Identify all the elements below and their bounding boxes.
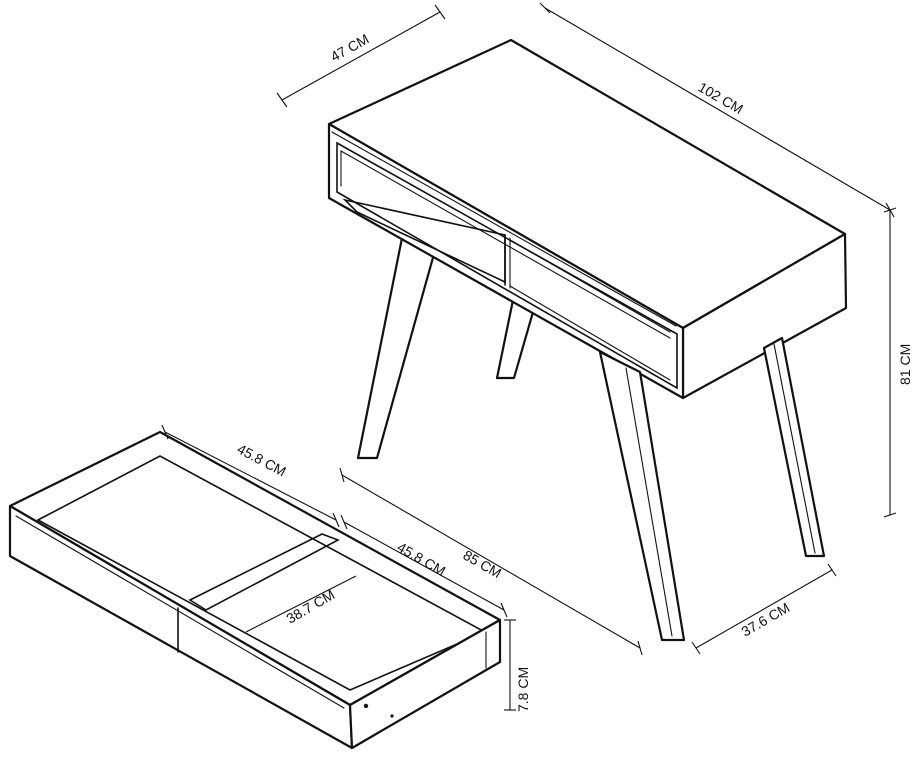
drawer-fixing-hole-2: [390, 714, 394, 718]
label-drawer-length-left: 45.8 CM: [235, 441, 289, 480]
table-drawer-front-right-top: [509, 239, 671, 333]
table-front-left-leg-edge: [625, 367, 673, 637]
table-front-face: [327, 122, 685, 400]
label-height: 81 CM: [897, 344, 913, 385]
drawer-front-edge: [15, 515, 345, 709]
drawer-right-side: [348, 618, 502, 750]
label-leg-span-width: 85 CM: [461, 547, 505, 581]
drawer-dimension-lines: [161, 424, 516, 711]
drawer: [8, 430, 502, 750]
table-dimension-lines: [276, 2, 897, 656]
table-back-left-leg: [356, 236, 436, 460]
label-depth: 47 CM: [328, 31, 372, 65]
table-front-left-leg: [598, 350, 686, 642]
console-table: [327, 38, 848, 642]
drawer-divider: [188, 533, 340, 611]
table-front-right-leg-edge: [773, 343, 816, 554]
drawer-fixing-hole: [363, 703, 369, 709]
label-drawer-height: 7.8 CM: [515, 667, 531, 712]
table-drawer-front-right-bottom: [509, 285, 671, 381]
table-top-lip: [331, 131, 677, 327]
table-back-middle-leg: [495, 298, 535, 380]
